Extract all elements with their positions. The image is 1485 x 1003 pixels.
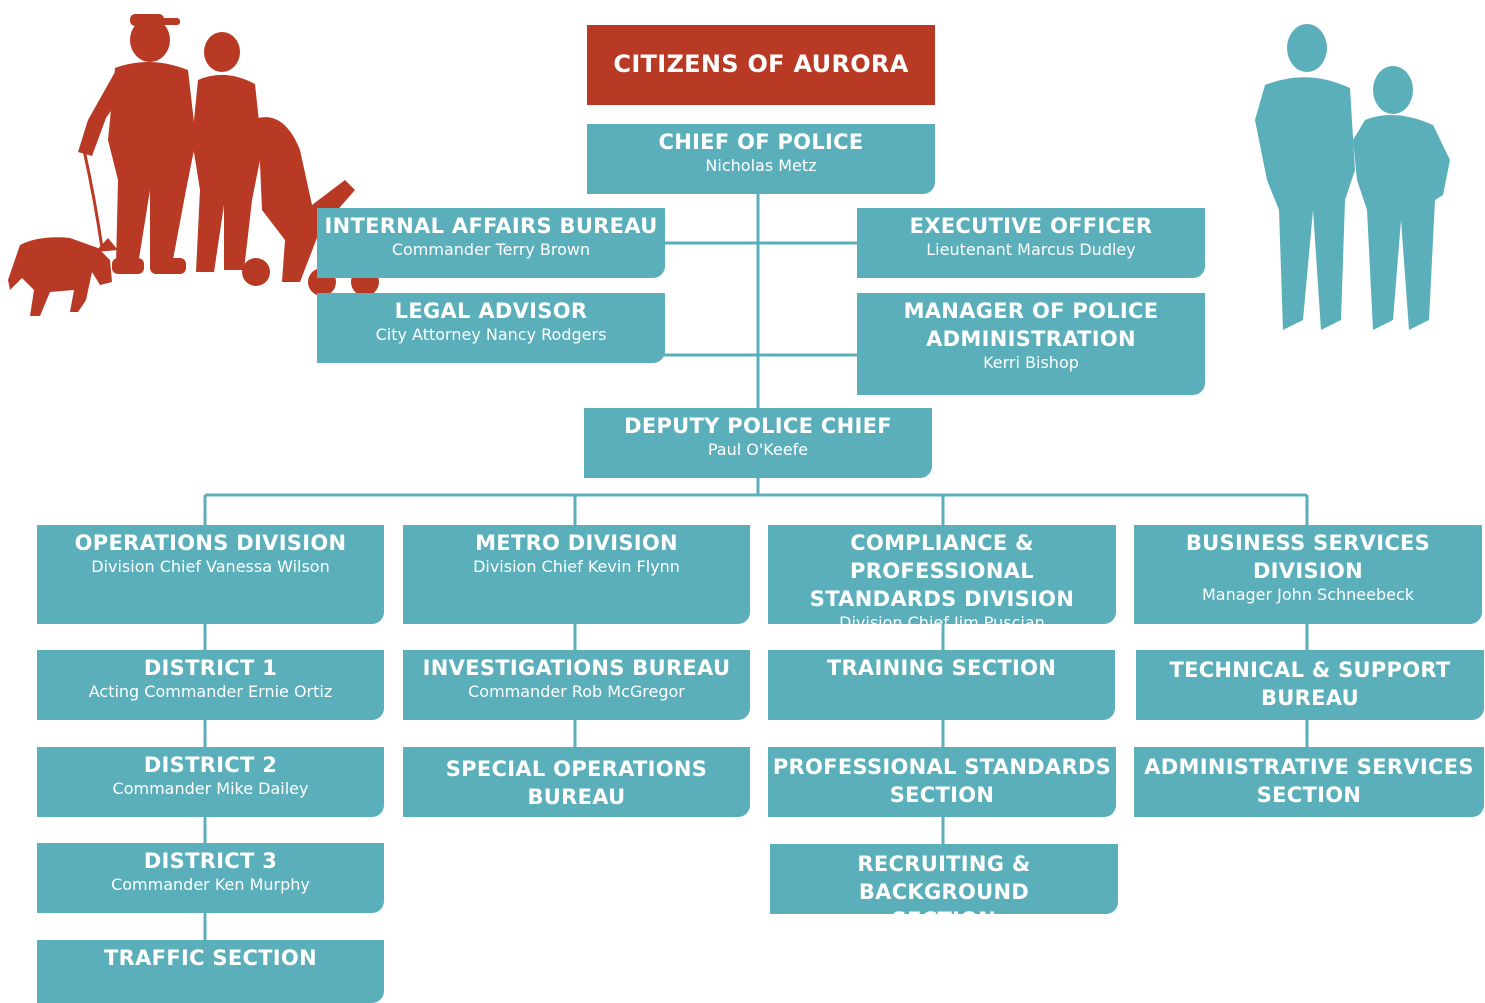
box-name: Nicholas Metz [705, 156, 817, 175]
chief-of-police-box: CHIEF OF POLICE Nicholas Metz [587, 124, 935, 194]
box-title: DISTRICT 2 [143, 753, 278, 777]
box-name: Paul O'Keefe [707, 440, 809, 459]
box-title: LEGAL ADVISOR [394, 299, 588, 323]
box-title: CITIZENS OF AURORA [613, 50, 909, 78]
box-title-line2: SECTION [889, 783, 995, 807]
box-title-line1: RECRUITING & BACKGROUND [857, 852, 1031, 904]
legal-advisor-box: LEGAL ADVISOR City Attorney Nancy Rodger… [317, 293, 665, 363]
administrative-services-section-box: ADMINISTRATIVE SERVICES SECTION [1134, 747, 1484, 817]
box-name: Manager John Schneebeck [1201, 585, 1415, 604]
box-title-line1: TECHNICAL & SUPPORT [1169, 658, 1451, 682]
box-title: DEPUTY POLICE CHIEF [624, 414, 892, 438]
box-title-line2: STANDARDS DIVISION [809, 587, 1075, 611]
operations-division-box: OPERATIONS DIVISION Division Chief Vanes… [37, 525, 384, 624]
business-services-division-box: BUSINESS SERVICES DIVISION Manager John … [1134, 525, 1482, 624]
district-2-box: DISTRICT 2 Commander Mike Dailey [37, 747, 384, 817]
compliance-division-box: COMPLIANCE & PROFESSIONAL STANDARDS DIVI… [768, 525, 1116, 632]
box-title: DISTRICT 1 [143, 656, 278, 680]
box-name: Division Chief Kevin Flynn [473, 557, 680, 576]
technical-support-bureau-box: TECHNICAL & SUPPORT BUREAU [1136, 650, 1484, 720]
box-title: INVESTIGATIONS BUREAU [422, 656, 731, 680]
box-name: City Attorney Nancy Rodgers [375, 325, 607, 344]
executive-officer-box: EXECUTIVE OFFICER Lieutenant Marcus Dudl… [857, 208, 1205, 278]
box-name: Kerri Bishop [983, 353, 1079, 372]
citizens-silhouette-icon [8, 14, 379, 316]
box-title: TRAINING SECTION [826, 656, 1057, 680]
police-officers-silhouette-icon [1255, 24, 1450, 330]
professional-standards-section-box: PROFESSIONAL STANDARDS SECTION [768, 747, 1116, 817]
district-3-box: DISTRICT 3 Commander Ken Murphy [37, 843, 384, 913]
box-title-line2: SECTION [1256, 783, 1362, 807]
box-title: SPECIAL OPERATIONS BUREAU [445, 757, 708, 809]
box-title-line1: COMPLIANCE & PROFESSIONAL [850, 531, 1034, 583]
box-title: CHIEF OF POLICE [658, 130, 864, 154]
box-title: TRAFFIC SECTION [104, 946, 317, 970]
box-name: Lieutenant Marcus Dudley [926, 240, 1136, 259]
box-name: Commander Terry Brown [391, 240, 591, 259]
box-title-line1: ADMINISTRATIVE SERVICES [1144, 755, 1474, 779]
recruiting-background-section-box: RECRUITING & BACKGROUND SECTION [770, 844, 1118, 932]
internal-affairs-box: INTERNAL AFFAIRS BUREAU Commander Terry … [317, 208, 665, 278]
box-title: EXECUTIVE OFFICER [909, 214, 1153, 238]
box-name: Commander Mike Dailey [112, 779, 309, 798]
box-name: Division Chief Jim Puscian [839, 613, 1045, 632]
special-operations-bureau-box: SPECIAL OPERATIONS BUREAU [403, 747, 750, 817]
training-section-box: TRAINING SECTION [768, 650, 1115, 720]
investigations-bureau-box: INVESTIGATIONS BUREAU Commander Rob McGr… [403, 650, 750, 720]
box-name: Division Chief Vanessa Wilson [91, 557, 330, 576]
manager-admin-box: MANAGER OF POLICE ADMINISTRATION Kerri B… [857, 293, 1205, 395]
box-title-line2: ADMINISTRATION [926, 327, 1136, 351]
box-name: Acting Commander Ernie Ortiz [88, 682, 333, 701]
citizens-of-aurora-box: CITIZENS OF AURORA [587, 25, 935, 105]
box-name: Commander Ken Murphy [111, 875, 310, 894]
box-title-line2: SECTION [891, 908, 997, 932]
box-title-line1: BUSINESS SERVICES [1185, 531, 1431, 555]
metro-division-box: METRO DIVISION Division Chief Kevin Flyn… [403, 525, 750, 624]
box-title-line1: MANAGER OF POLICE [903, 299, 1159, 323]
box-title: OPERATIONS DIVISION [74, 531, 347, 555]
box-title-line2: BUREAU [1260, 686, 1360, 710]
box-name: Commander Rob McGregor [468, 682, 685, 701]
box-title-line2: DIVISION [1252, 559, 1364, 583]
box-title: DISTRICT 3 [143, 849, 278, 873]
district-1-box: DISTRICT 1 Acting Commander Ernie Ortiz [37, 650, 384, 720]
box-title: METRO DIVISION [475, 531, 678, 555]
deputy-chief-box: DEPUTY POLICE CHIEF Paul O'Keefe [584, 408, 932, 478]
box-title-line1: PROFESSIONAL STANDARDS [772, 755, 1112, 779]
box-title: INTERNAL AFFAIRS BUREAU [324, 214, 658, 238]
traffic-section-box: TRAFFIC SECTION [37, 940, 384, 1003]
